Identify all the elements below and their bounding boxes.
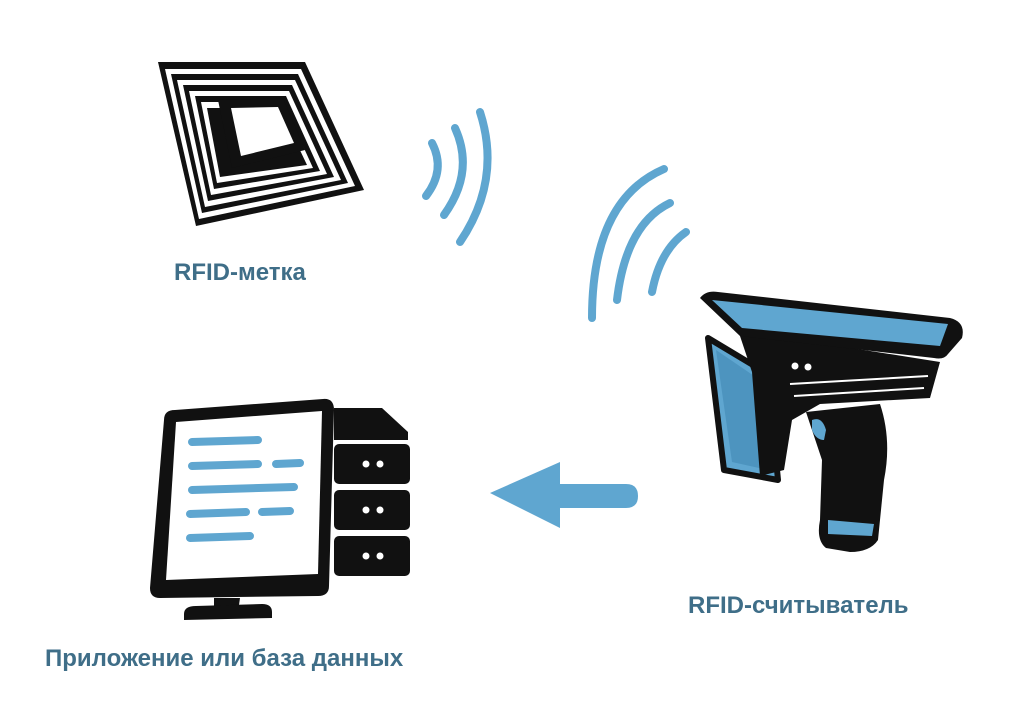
application-database-label: Приложение или база данных: [45, 645, 404, 672]
monitor-icon: [150, 398, 334, 620]
server-icon: [334, 408, 410, 576]
radio-waves-icon: [422, 108, 492, 246]
rfid-tag-label: RFID-метка: [174, 259, 306, 286]
radio-waves-icon: [588, 165, 690, 322]
rfid-tag-icon: [158, 62, 364, 226]
rfid-reader-label: RFID-считыватель: [688, 592, 909, 619]
arrow-left-icon: [490, 462, 638, 528]
rfid-reader-icon: [700, 291, 963, 552]
